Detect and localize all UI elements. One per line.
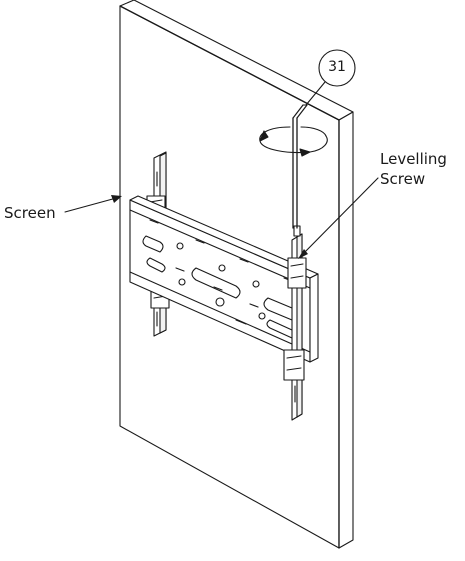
levelling-screw-label-line2: Screw [380, 170, 426, 188]
screen-label: Screen [4, 204, 56, 222]
callout-number: 31 [328, 59, 346, 75]
wall-plate [129, 195, 319, 363]
wall-bracket [129, 151, 319, 421]
levelling-screw-label-line1: Levelling [380, 150, 447, 168]
right-vertical-arm [283, 225, 307, 421]
rotate-arrow-icon [259, 126, 328, 157]
screen-leader [64, 195, 122, 213]
levelling-leader [298, 177, 379, 259]
callout-31 [305, 49, 356, 106]
allen-key-icon [292, 104, 308, 229]
